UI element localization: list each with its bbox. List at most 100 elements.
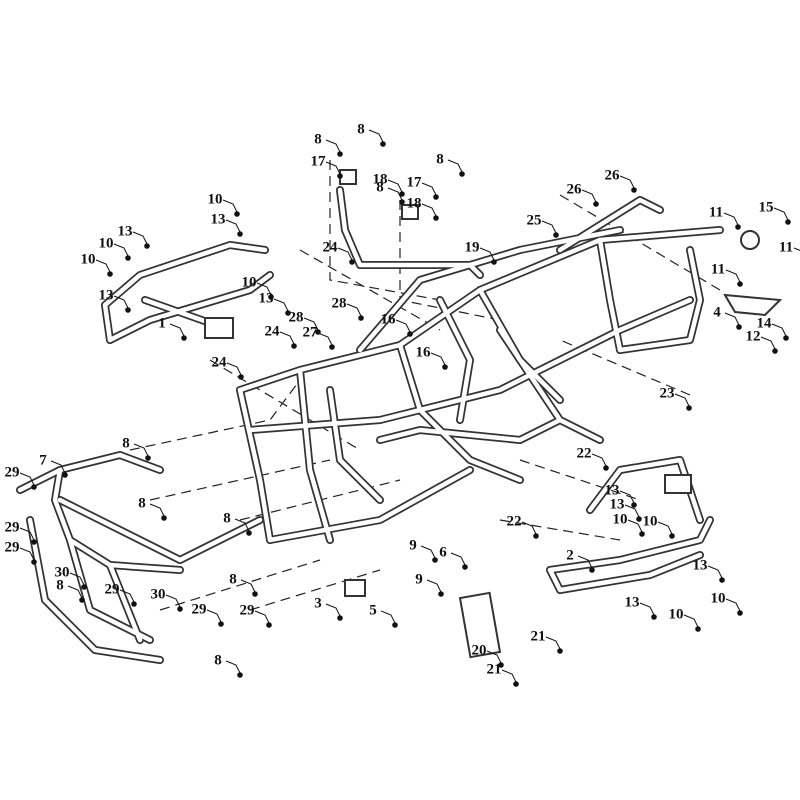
mount-part-1 [204,317,234,339]
fastener [177,606,183,612]
fastener [785,219,791,225]
fastener [631,187,637,193]
callout-10: 10 [98,235,114,252]
callout-10: 10 [710,590,726,607]
dashed-leader [499,519,621,541]
callout-13: 13 [258,290,274,307]
callout-10: 10 [668,606,684,623]
fastener-dots [31,141,791,687]
fastener [399,191,405,197]
fastener [593,201,599,207]
fastener [234,211,240,217]
fastener [337,615,343,621]
bracket-part-5 [344,579,366,597]
callout-10: 10 [612,511,628,528]
callout-27: 27 [302,324,318,341]
callout-28: 28 [331,295,347,312]
fastener [358,315,364,321]
fastener [31,559,37,565]
fastener [735,224,741,230]
callout-9: 9 [409,537,417,554]
callout-11: 11 [710,261,726,278]
callout-24: 24 [322,239,338,256]
callout-2: 2 [566,547,574,564]
callout-30: 30 [54,564,70,581]
callout-19: 19 [464,239,480,256]
callout-18: 18 [406,195,422,212]
fastener [737,610,743,616]
fastener [31,539,37,545]
callout-26: 26 [566,181,582,198]
callout-8: 8 [357,121,365,138]
fastener [337,173,343,179]
callout-9: 9 [415,571,423,588]
callout-17: 17 [310,153,326,170]
fastener [737,281,743,287]
callout-leaders [19,129,800,683]
fastener [181,335,187,341]
fastener [237,231,243,237]
fastener [125,307,131,313]
fastener [237,672,243,678]
fastener [79,597,85,603]
callout-10: 10 [80,251,96,268]
fastener [695,626,701,632]
fastener [498,662,504,668]
callout-5: 5 [369,602,377,619]
callout-8: 8 [122,435,130,452]
fastener [268,294,274,300]
callout-11: 11 [778,239,794,256]
dashed-leader [249,569,381,611]
fastener [459,171,465,177]
callout-26: 26 [604,167,620,184]
callout-24: 24 [211,354,227,371]
fastener [557,648,563,654]
fastener [491,259,497,265]
callout-22: 22 [506,513,522,530]
fastener [719,577,725,583]
callout-13: 13 [692,557,708,574]
callout-29: 29 [191,601,207,618]
fastener [462,564,468,570]
fastener [246,530,252,536]
callout-8: 8 [376,179,384,196]
fastener [407,331,413,337]
fastener [131,601,137,607]
frame-tube [266,466,474,544]
callout-10: 10 [642,513,658,530]
fastener [603,465,609,471]
fastener [337,151,343,157]
callout-21: 21 [530,628,546,645]
callout-29: 29 [4,519,20,536]
small-parts [204,169,783,659]
fastener [62,472,68,478]
callout-21: 21 [486,661,502,678]
callout-17: 17 [406,174,422,191]
dashed-leader [129,379,301,451]
frame-tubes [16,186,724,664]
fastener [438,591,444,597]
fastener [631,502,637,508]
callout-8: 8 [229,571,237,588]
callout-22: 22 [576,445,592,462]
callout-3: 3 [314,595,322,612]
dashed-leader [299,249,441,331]
fastener [783,335,789,341]
callout-29: 29 [4,539,20,556]
fastener [266,622,272,628]
callout-8: 8 [436,151,444,168]
fastener [442,364,448,370]
dashed-leader [519,459,641,501]
callout-13: 13 [624,594,640,611]
callout-16: 16 [380,311,396,328]
fastener [686,405,692,411]
fastener [291,343,297,349]
callout-20: 20 [471,642,487,659]
fastener [589,567,595,573]
callout-13: 13 [210,211,226,228]
callout-16: 16 [415,344,431,361]
fastener [553,232,559,238]
fastener [392,622,398,628]
